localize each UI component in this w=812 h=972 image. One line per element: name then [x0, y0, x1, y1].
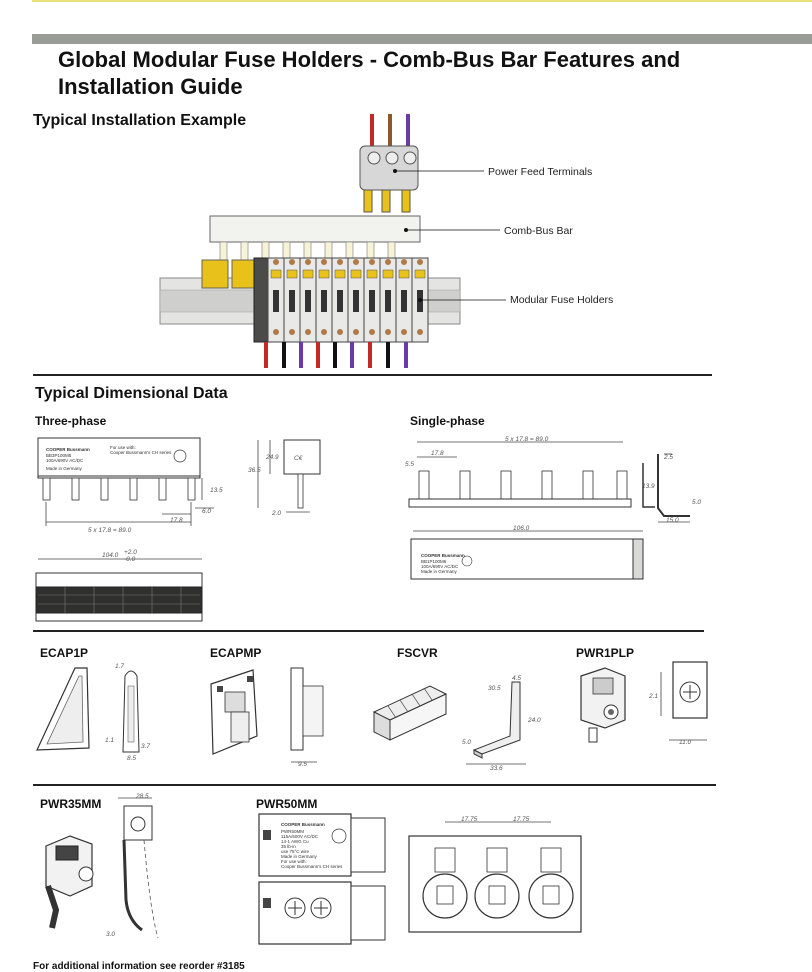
svg-text:5 x 17.8 = 89.0: 5 x 17.8 = 89.0 — [505, 436, 549, 443]
svg-text:115A/600V AC/DC: 115A/600V AC/DC — [281, 834, 319, 839]
svg-text:9.5: 9.5 — [298, 761, 307, 768]
svg-text:13.5: 13.5 — [210, 487, 223, 494]
dimensional-heading: Typical Dimensional Data — [35, 385, 228, 402]
svg-text:28.5: 28.5 — [135, 793, 149, 800]
svg-text:33.6: 33.6 — [490, 765, 503, 772]
svg-text:100A/690V AC/DC: 100A/690V AC/DC — [46, 458, 84, 463]
svg-text:1.7: 1.7 — [115, 663, 124, 670]
svg-text:5.0: 5.0 — [462, 739, 471, 746]
pwr50mm-label: PWR50MM — [256, 797, 318, 811]
pwr1plp-label: PWR1PLP — [576, 646, 635, 660]
ecapmp-drawing: 9.5 — [210, 667, 324, 768]
single-phase-side-profile: 2.5 13.9 5.0 15.0 — [642, 453, 701, 524]
fscvr-label: FSCVR — [397, 646, 438, 660]
svg-text:3.7: 3.7 — [141, 743, 150, 750]
svg-text:2.5: 2.5 — [663, 454, 673, 461]
svg-text:36.5: 36.5 — [248, 467, 261, 474]
svg-text:35 lb-in: 35 lb-in — [281, 844, 296, 849]
callout-power-feed: Power Feed Terminals — [488, 166, 592, 178]
pwr50mm-product-views: COOPER Bussmann PWR50MM 115A/600V AC/DC … — [258, 813, 386, 945]
accessory-divider-1 — [33, 630, 704, 632]
pwr1plp-drawing: 2.1 11.0 — [580, 661, 708, 746]
three-phase-side-drawing: C€ 24.9 36.5 2.0 — [248, 439, 321, 517]
three-phase-top-drawing: 104.0 +2.0 -0.0 — [35, 549, 203, 622]
svg-text:17.75: 17.75 — [513, 816, 530, 823]
svg-text:For use with:: For use with: — [110, 445, 136, 450]
svg-text:17.8: 17.8 — [170, 517, 183, 524]
callout-comb-bus: Comb-Bus Bar — [504, 225, 573, 237]
svg-text:17.75: 17.75 — [461, 816, 478, 823]
page-title: Global Modular Fuse Holders - Comb-Bus B… — [58, 47, 681, 99]
svg-text:6.0: 6.0 — [202, 508, 211, 515]
svg-text:BB3P100M5: BB3P100M5 — [46, 453, 72, 458]
ecapmp-label: ECAPMP — [210, 646, 262, 660]
svg-text:13.9: 13.9 — [642, 483, 655, 490]
svg-text:use 75°C wire: use 75°C wire — [281, 849, 310, 854]
svg-text:24.9: 24.9 — [265, 454, 279, 461]
svg-text:For use with:: For use with: — [281, 859, 307, 864]
svg-text:Cooper Bussmann's CH series: Cooper Bussmann's CH series — [281, 864, 343, 869]
callout-fuse-holders: Modular Fuse Holders — [510, 294, 613, 306]
svg-text:COOPER Bussmann: COOPER Bussmann — [281, 822, 325, 827]
svg-text:5.5: 5.5 — [405, 461, 414, 468]
three-phase-front-drawing: COOPER Bussmann BB3P100M5 100A/690V AC/D… — [37, 437, 223, 534]
svg-text:Made in Germany: Made in Germany — [46, 466, 83, 471]
svg-text:5 x 17.8 = 89.0: 5 x 17.8 = 89.0 — [88, 527, 132, 534]
svg-text:14-1 AWG Cu: 14-1 AWG Cu — [281, 839, 309, 844]
svg-text:17.8: 17.8 — [431, 450, 444, 457]
svg-text:3.0: 3.0 — [106, 931, 115, 938]
svg-text:BB1P100M6: BB1P100M6 — [421, 559, 447, 564]
svg-text:104.0: 104.0 — [102, 552, 119, 559]
svg-text:+2.0: +2.0 — [124, 549, 137, 556]
svg-text:15.0: 15.0 — [666, 517, 679, 524]
svg-text:-0.0: -0.0 — [124, 556, 136, 563]
svg-text:2.0: 2.0 — [271, 510, 281, 517]
svg-text:2.1: 2.1 — [648, 693, 658, 700]
installation-illustration: Power Feed Terminals Comb-Bus Bar Modula… — [159, 114, 613, 368]
pwr50mm-end-view: 17.75 17.75 — [408, 816, 582, 933]
single-phase-top-drawing: 106.0 COOPER Bussmann BB1P100M6 100A/690… — [410, 525, 644, 580]
pwr35mm-label: PWR35MM — [40, 797, 102, 811]
svg-text:4.5: 4.5 — [512, 675, 521, 682]
svg-text:30.5: 30.5 — [488, 685, 501, 692]
svg-text:8.5: 8.5 — [127, 755, 136, 762]
svg-text:PWR50MM: PWR50MM — [281, 829, 304, 834]
svg-text:1.1: 1.1 — [105, 737, 114, 744]
svg-text:C€: C€ — [294, 455, 303, 462]
svg-text:106.0: 106.0 — [513, 525, 530, 532]
pwr35mm-drawing: 28.5 3.0 — [45, 793, 159, 939]
installation-heading: Typical Installation Example — [33, 112, 247, 129]
svg-text:COOPER Bussmann: COOPER Bussmann — [46, 447, 90, 452]
svg-text:COOPER Bussmann: COOPER Bussmann — [421, 553, 465, 558]
ecap1p-label: ECAP1P — [40, 646, 89, 660]
svg-text:11.0: 11.0 — [679, 739, 692, 746]
fscvr-drawing: 4.5 30.5 24.0 5.0 33.6 — [372, 675, 541, 772]
svg-text:Made in Germany: Made in Germany — [281, 854, 318, 859]
svg-text:24.0: 24.0 — [527, 717, 541, 724]
header-bar — [32, 34, 812, 44]
svg-text:5.0: 5.0 — [692, 499, 701, 506]
svg-text:Cooper Bussmann's CH series: Cooper Bussmann's CH series — [110, 450, 172, 455]
top-accent-line — [32, 0, 812, 2]
ecap1p-drawing: 1.7 1.1 3.7 8.5 — [36, 663, 150, 762]
three-phase-label: Three-phase — [35, 414, 107, 428]
section-divider — [33, 374, 712, 376]
single-phase-front-drawing: 5 x 17.8 = 89.0 17.8 5.5 — [405, 436, 655, 508]
accessory-divider-2 — [33, 784, 716, 786]
single-phase-label: Single-phase — [410, 414, 485, 428]
footer-note: For additional information see reorder #… — [33, 961, 245, 972]
svg-text:100A/690V AC/DC: 100A/690V AC/DC — [421, 564, 459, 569]
svg-text:Made in Germany: Made in Germany — [421, 569, 458, 574]
